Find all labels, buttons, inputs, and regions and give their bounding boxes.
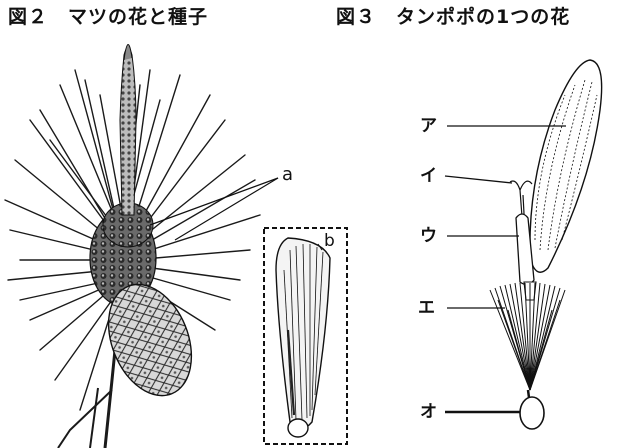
pappus xyxy=(490,283,565,405)
label-i-pistil: イ xyxy=(420,168,437,185)
label-a: a xyxy=(282,166,293,184)
terminal-bud xyxy=(120,48,136,216)
label-u-stamen: ウ xyxy=(420,228,437,245)
label-a-petal: ア xyxy=(420,118,437,135)
pine-seed xyxy=(276,238,330,437)
petal xyxy=(530,60,602,272)
ovary xyxy=(520,397,544,429)
label-o-ovary: オ xyxy=(420,404,437,421)
label-e-pappus: エ xyxy=(418,300,435,317)
label-b: b xyxy=(324,233,335,250)
